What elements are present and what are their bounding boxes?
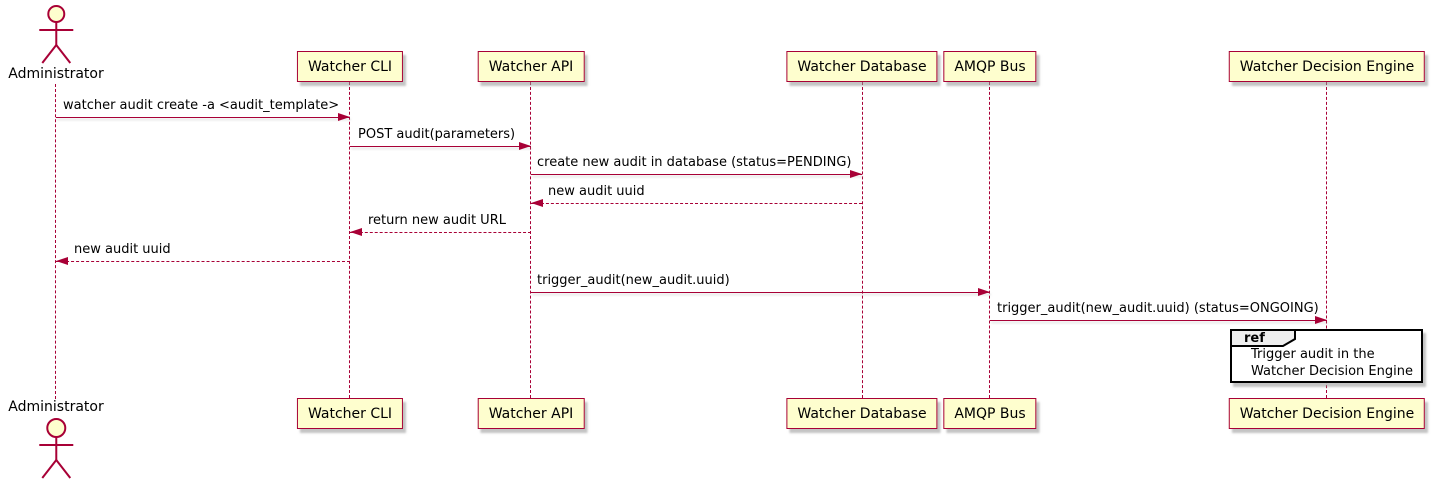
- actor-label: Administrator: [8, 399, 104, 415]
- lifeline-watcher-cli: [349, 82, 350, 398]
- message-label: POST audit(parameters): [358, 127, 516, 142]
- arrow-line: [350, 232, 531, 233]
- arrow-right-icon: [338, 113, 350, 121]
- lifeline-administrator: [55, 84, 56, 399]
- message-label: create new audit in database (status=PEN…: [537, 155, 852, 170]
- lifeline-watcher-decision-engine: [1326, 82, 1327, 398]
- arrow-line: [56, 117, 350, 118]
- arrow-left-icon: [56, 257, 68, 265]
- arrow-line: [531, 292, 990, 293]
- ref-keyword: ref: [1244, 331, 1265, 346]
- participant-box-amqp-bus-bottom: AMQP Bus: [943, 398, 1037, 429]
- arrow-right-icon: [850, 170, 862, 178]
- arrow-right-icon: [1315, 316, 1327, 324]
- ref-tab-icon: [1230, 329, 1296, 347]
- arrow-left-icon: [531, 199, 543, 207]
- arrow-right-icon: [978, 288, 990, 296]
- arrow-line: [56, 261, 350, 262]
- participant-box-watcher-api-bottom: Watcher API: [477, 398, 585, 429]
- ref-text-line1: Trigger audit in the: [1251, 347, 1375, 362]
- lifeline-watcher-api: [530, 82, 531, 398]
- actor-administrator-top: Administrator: [8, 3, 104, 82]
- message-label: watcher audit create -a <audit_template>: [63, 98, 340, 113]
- participant-box-watcher-decision-engine-bottom: Watcher Decision Engine: [1228, 398, 1426, 429]
- ref-text-line2: Watcher Decision Engine: [1251, 364, 1413, 379]
- stick-figure-icon: [39, 5, 73, 64]
- participant-box-amqp-bus-top: AMQP Bus: [943, 51, 1037, 82]
- participant-box-watcher-database-top: Watcher Database: [786, 51, 938, 82]
- ref-text: Trigger audit in the Watcher Decision En…: [1251, 346, 1413, 380]
- message-label: new audit uuid: [548, 184, 645, 199]
- ref-fragment: ref Trigger audit in the Watcher Decisio…: [1230, 329, 1423, 383]
- participant-box-watcher-database-bottom: Watcher Database: [786, 398, 938, 429]
- arrow-line: [990, 320, 1327, 321]
- arrow-right-icon: [519, 142, 531, 150]
- message-label: trigger_audit(new_audit.uuid) (status=ON…: [997, 301, 1319, 316]
- message-label: trigger_audit(new_audit.uuid): [537, 273, 730, 288]
- actor-administrator-bottom: Administrator: [8, 399, 104, 480]
- actor-label: Administrator: [8, 66, 104, 82]
- lifeline-amqp-bus: [989, 82, 990, 398]
- participant-box-watcher-api-top: Watcher API: [477, 51, 585, 82]
- stick-figure-icon: [39, 418, 73, 479]
- participant-box-watcher-decision-engine-top: Watcher Decision Engine: [1228, 51, 1426, 82]
- message-label: return new audit URL: [368, 213, 506, 228]
- arrow-line: [350, 146, 531, 147]
- arrow-left-icon: [350, 228, 362, 236]
- arrow-line: [531, 174, 862, 175]
- participant-box-watcher-cli-bottom: Watcher CLI: [296, 398, 404, 429]
- participant-box-watcher-cli-top: Watcher CLI: [296, 51, 404, 82]
- arrow-line: [531, 203, 862, 204]
- message-label: new audit uuid: [74, 242, 171, 257]
- lifeline-watcher-database: [862, 82, 863, 398]
